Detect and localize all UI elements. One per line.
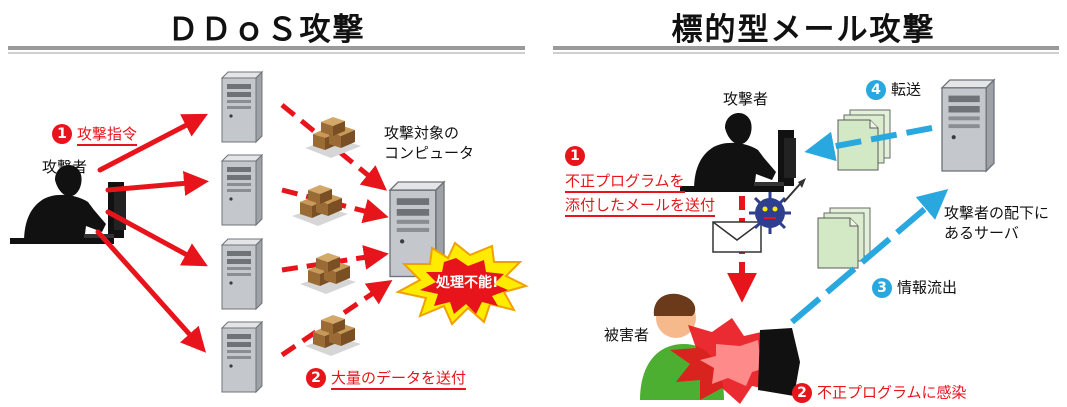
targeted-mail-title: 標的型メール攻撃: [671, 12, 936, 48]
victim-label: 被害者: [604, 326, 650, 344]
data-boxes-3: [300, 253, 356, 294]
overload-burst: [395, 241, 529, 326]
mail-step3-badge: 3: [872, 278, 892, 298]
data-boxes-4: [305, 315, 361, 356]
step2-badge: 2: [306, 368, 326, 388]
mail-step2-label: 2 不正プログラムに感染: [792, 383, 967, 403]
zombie-server-4: [221, 321, 263, 393]
mail-step2-text: 不正プログラムに感染: [817, 383, 967, 402]
ddos-title-rule: [8, 46, 525, 54]
infected-pc-burst: [670, 318, 800, 404]
envelope-icon: [712, 221, 762, 253]
ddos-command-arrows: [95, 113, 209, 353]
mail-step1-text2: 添付したメールを送付: [565, 196, 716, 217]
virus-icon: [749, 178, 806, 234]
attacker-controlled-server: [941, 79, 995, 172]
forward-arrow: [804, 125, 933, 162]
data-boxes-2: [292, 185, 348, 226]
mail-step3-text: 情報流出: [897, 278, 958, 297]
mail-step4-badge: 4: [866, 80, 886, 100]
ddos-target-label-line2: コンピュータ: [384, 144, 475, 162]
zombie-server-2: [221, 154, 263, 226]
mail-attacker-figure: [680, 113, 796, 192]
mail-step1-line1: 不正プログラムを: [565, 172, 685, 193]
step1-badge: 1: [52, 124, 72, 144]
mail-step1-badge-wrap: 1: [565, 146, 590, 166]
mail-step1-text1: 不正プログラムを: [565, 172, 685, 193]
info-leak-arrow: [790, 188, 949, 325]
ddos-attacker-label: 攻撃者: [42, 158, 88, 176]
mail-step1-line2: 添付したメールを送付: [565, 196, 716, 217]
zombie-server-3: [221, 238, 263, 310]
mail-step4-text: 転送: [891, 80, 922, 99]
targeted-mail-title-rule: [553, 46, 1059, 54]
mail-step4-label: 4 転送: [866, 80, 921, 100]
data-boxes-1: [305, 117, 361, 158]
mail-step3-label: 3 情報流出: [872, 278, 957, 298]
overload-text: 処理不能!: [436, 275, 499, 291]
zombie-server-1: [221, 71, 263, 143]
step2-text: 大量のデータを送付: [331, 368, 467, 390]
ddos-target-label-line1: 攻撃対象の: [384, 124, 460, 142]
server-label-line1: 攻撃者の配下に: [944, 204, 1050, 222]
ddos-title: ＤＤｏＳ攻撃: [167, 12, 366, 48]
mail-step1-badge: 1: [565, 146, 585, 166]
step1-text: 攻撃指令: [77, 124, 138, 146]
mail-step2-badge: 2: [792, 383, 812, 403]
mail-attacker-label: 攻撃者: [723, 90, 769, 108]
server-label-line2: あるサーバ: [944, 224, 1019, 242]
